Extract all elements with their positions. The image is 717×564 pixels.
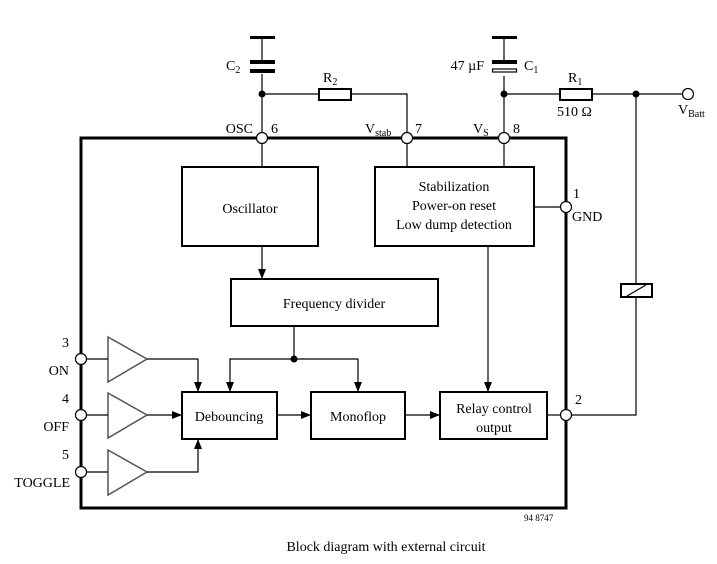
buffer-off	[107, 391, 149, 440]
vbatt-junction-dot	[632, 90, 640, 98]
pin-7-terminal	[400, 131, 414, 145]
wire-relay-to-pin2-ext	[572, 298, 637, 416]
pin-2-number: 2	[575, 393, 582, 408]
frequency-divider-block: Frequency divider	[230, 278, 439, 327]
relay-coil	[620, 283, 653, 298]
pin-1-name: GND	[572, 210, 602, 225]
pin-5-terminal	[74, 465, 88, 479]
relay-control-block: Relay control output	[439, 391, 548, 440]
pin-8-name: VS	[473, 122, 489, 139]
pin-4-name: OFF	[43, 420, 69, 435]
r1-label: R1	[568, 71, 582, 88]
vbatt-label: VBatt	[678, 103, 705, 120]
pin-7-name: Vstab	[365, 122, 391, 139]
c1-label: C1	[524, 59, 538, 76]
wire-divider-to-monoflop	[294, 358, 362, 392]
resistor-r1	[559, 88, 593, 101]
monoflop-block: Monoflop	[310, 391, 406, 440]
divider-junction-dot	[290, 355, 298, 363]
wire-divider-to-debouncing	[226, 358, 294, 392]
c1-junction-dot	[500, 90, 508, 98]
relay-output-label: output	[476, 421, 512, 436]
ic-package-outline	[79, 136, 568, 510]
oscillator-block: Oscillator	[181, 166, 319, 247]
drawing-number: 94 8747	[524, 513, 554, 523]
pin-2-terminal	[559, 408, 573, 422]
r2-label: R2	[323, 71, 337, 88]
frequency-divider-label: Frequency divider	[283, 297, 386, 312]
pin-5-name: TOGGLE	[14, 476, 70, 491]
pin-6-terminal	[255, 131, 269, 145]
r1-value: 510 Ω	[557, 105, 592, 120]
pin-1-terminal	[559, 200, 573, 214]
c1-value: 47 µF	[451, 59, 485, 74]
monoflop-label: Monoflop	[330, 410, 386, 425]
pin-5-number: 5	[62, 448, 69, 463]
wire-toggle-to-debouncing	[147, 439, 202, 473]
pin-3-terminal	[74, 352, 88, 366]
wire-r2-to-pin7	[351, 93, 408, 133]
pin-3-name: ON	[49, 364, 69, 379]
pin-8-number: 8	[513, 122, 520, 137]
capacitor-c1	[491, 36, 518, 73]
stabilization-label: Stabilization	[419, 180, 490, 195]
pin-6-name: OSC	[226, 122, 253, 137]
low-dump-detection-label: Low dump detection	[396, 218, 512, 233]
stabilization-block: Stabilization Power-on reset Low dump de…	[374, 166, 535, 247]
relay-control-label: Relay control	[456, 402, 532, 417]
c2-junction-dot	[258, 90, 266, 98]
vbatt-terminal	[681, 87, 695, 101]
debouncing-block: Debouncing	[181, 391, 278, 440]
capacitor-c2	[250, 36, 275, 73]
buffer-on	[107, 335, 149, 384]
debouncing-label: Debouncing	[195, 410, 263, 425]
pin-3-number: 3	[62, 336, 69, 351]
pin-8-terminal	[497, 131, 511, 145]
resistor-r2	[318, 88, 352, 101]
pin-7-number: 7	[415, 122, 422, 137]
pin-6-number: 6	[271, 122, 278, 137]
pin-4-terminal	[74, 408, 88, 422]
c2-label: C2	[226, 59, 240, 76]
wire-on-to-debouncing	[147, 358, 202, 392]
oscillator-label: Oscillator	[222, 202, 278, 217]
buffer-toggle	[107, 448, 149, 497]
figure-caption: Block diagram with external circuit	[286, 540, 485, 555]
pin-1-number: 1	[573, 187, 580, 202]
power-on-reset-label: Power-on reset	[412, 199, 496, 214]
pin-4-number: 4	[62, 392, 69, 407]
